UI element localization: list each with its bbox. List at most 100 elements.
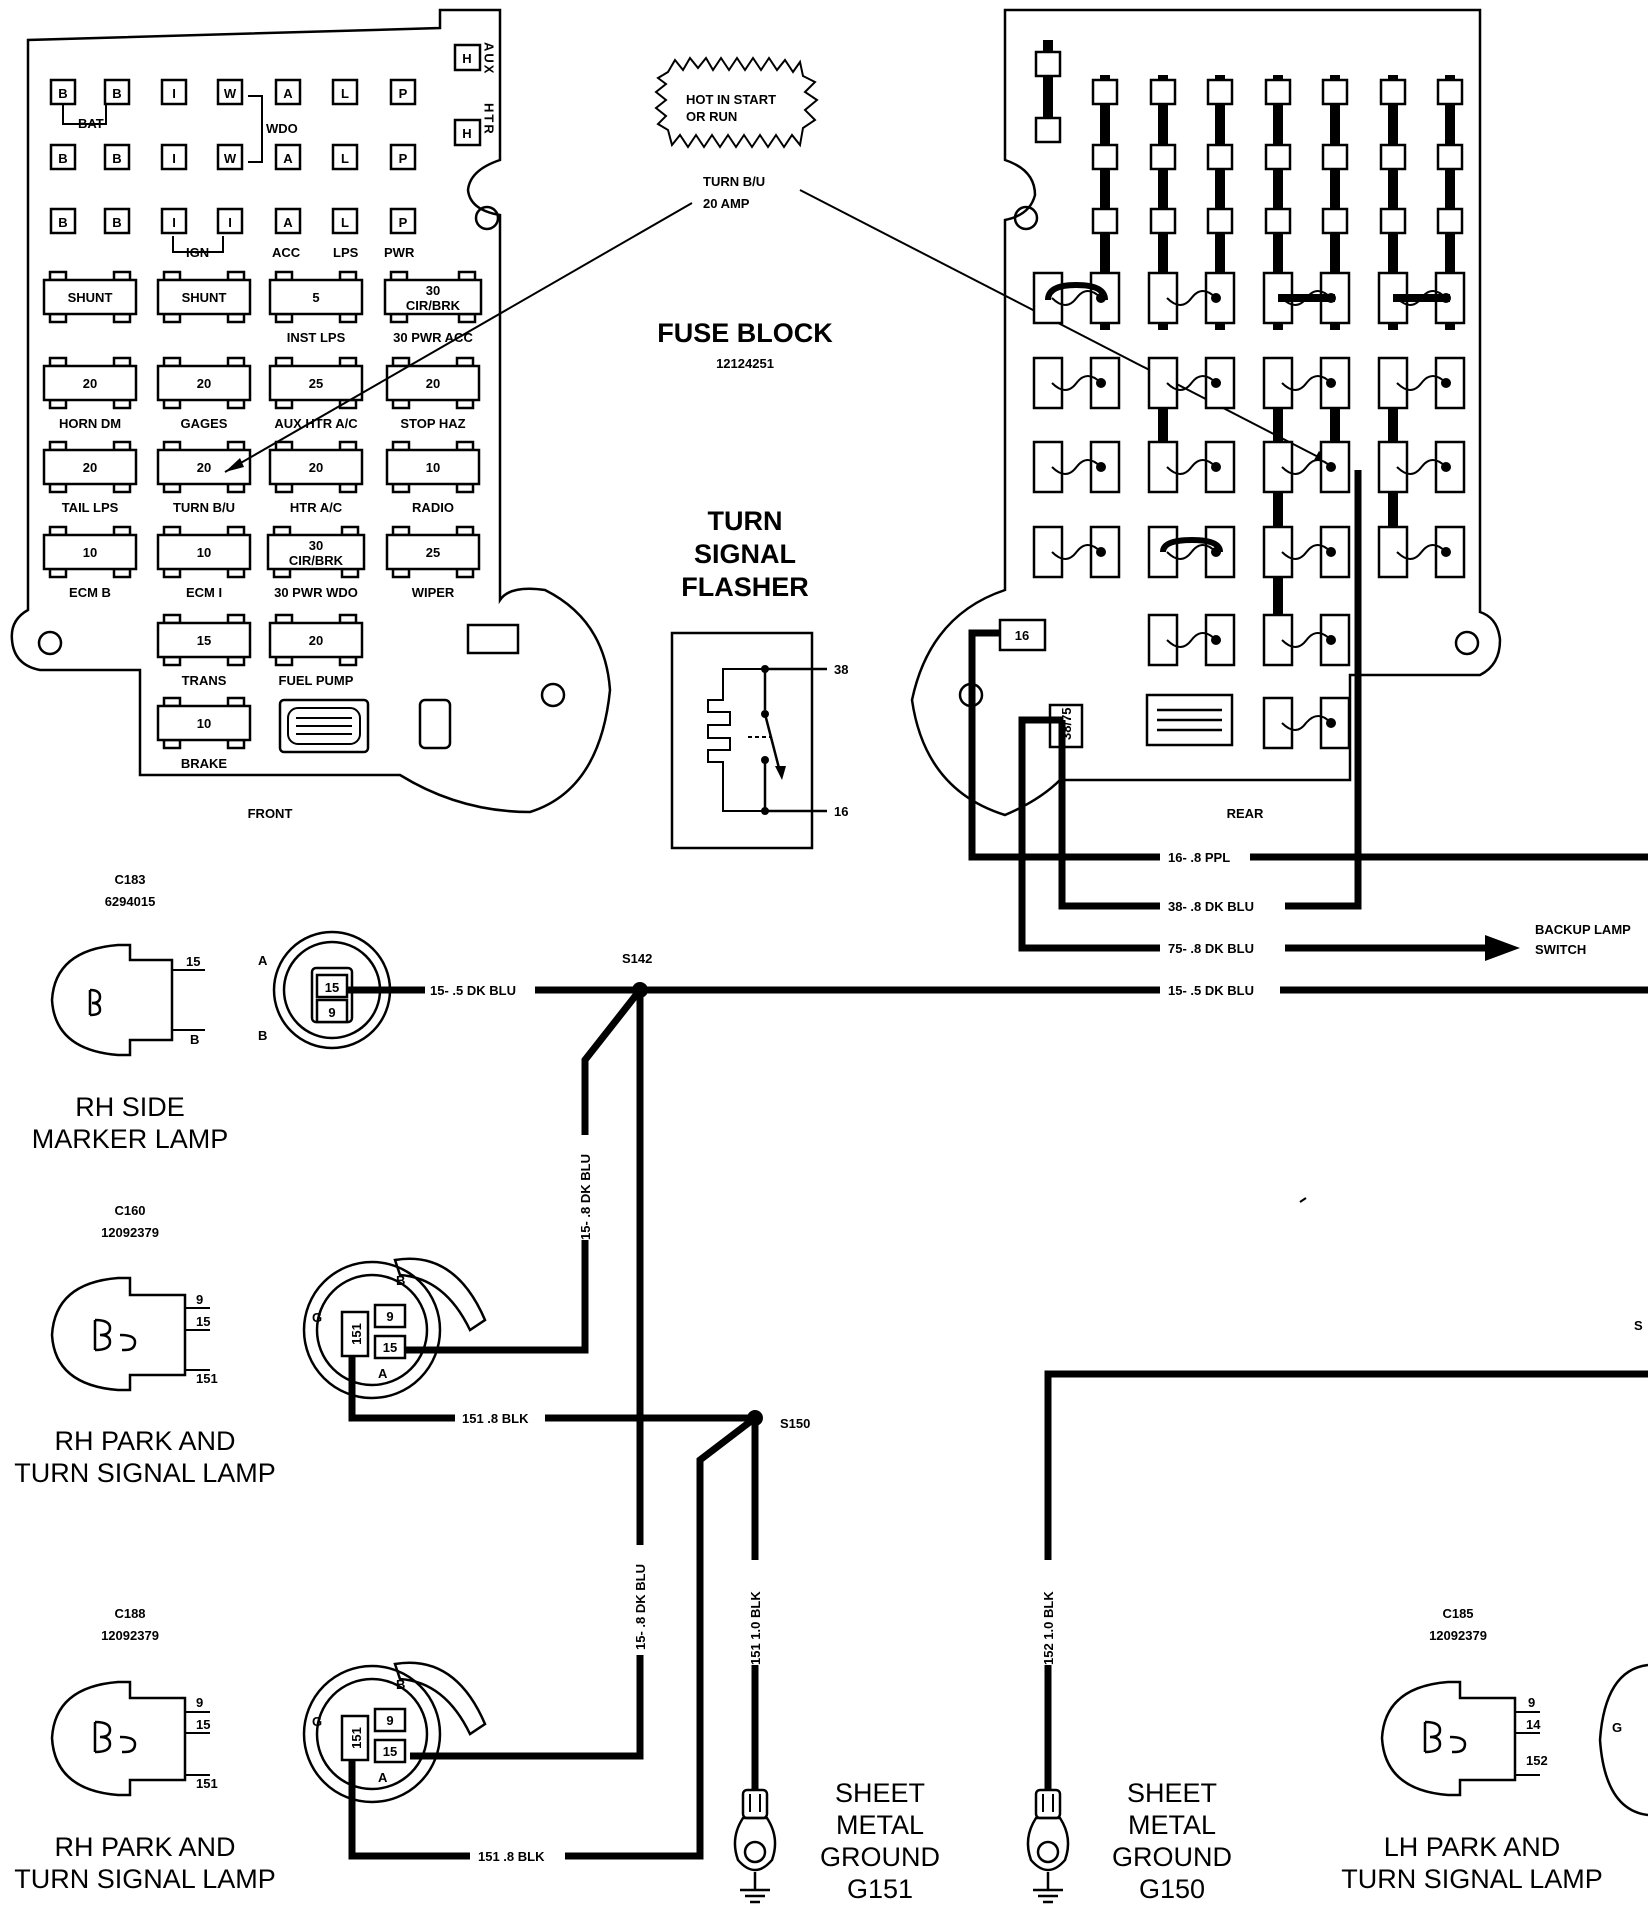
- turn-signal-flasher: TURN SIGNAL FLASHER 38 16: [670, 506, 848, 850]
- htr-label: HTR: [482, 103, 497, 136]
- arrow-head: [1485, 935, 1520, 961]
- c183-pin-bottom: B: [190, 1032, 199, 1047]
- rh-side-label-2: MARKER LAMP: [32, 1124, 229, 1154]
- rear-terminal: [1091, 143, 1119, 171]
- small-block-terminal: W: [216, 78, 244, 106]
- wdo-label: WDO: [266, 121, 298, 136]
- fuse-value: 10: [197, 545, 211, 560]
- rear-terminal: [1206, 207, 1234, 235]
- small-block-terminal: P: [389, 207, 417, 235]
- small-block-letter: P: [399, 151, 408, 166]
- wire-151-blk: [348, 1335, 455, 1422]
- wire-15-dk-blu-v2: [410, 1655, 644, 1760]
- rear-label: REAR: [1227, 806, 1264, 821]
- small-block-terminal: B: [103, 207, 131, 235]
- fus-plr-block: [278, 698, 370, 754]
- rear-cavity: [1377, 440, 1409, 494]
- c185-pin-9: 9: [1528, 1695, 1535, 1710]
- relay-slot: [418, 698, 452, 750]
- small-block-letter: W: [224, 151, 237, 166]
- small-block-terminal: L: [331, 207, 359, 235]
- bat-bracket: [62, 105, 107, 125]
- socket-pin-b: B: [396, 1273, 405, 1288]
- fuse-value: CIR/BRK: [289, 553, 344, 568]
- rear-terminal: [1379, 143, 1407, 171]
- fuse-value: 25: [426, 545, 440, 560]
- socket-pin-g: G: [312, 1714, 322, 1729]
- wire-152-blk: [1044, 1370, 1648, 1560]
- socket-pin-9: 9: [386, 1713, 393, 1728]
- fuse-label: WIPER: [412, 585, 455, 600]
- lps-label: LPS: [333, 245, 359, 260]
- rear-cavity: [1147, 440, 1179, 494]
- fuse-value: 10: [426, 460, 440, 475]
- wire-75-label: 75- .8 DK BLU: [1168, 941, 1254, 956]
- wire-15-v1-label: 15- .8 DK BLU: [578, 1154, 593, 1240]
- g151-label-1: SHEET: [835, 1778, 925, 1808]
- flasher-pin-16: 16: [834, 804, 848, 819]
- callout-leader-front: [224, 202, 693, 473]
- lamp-socket: [50, 943, 174, 1057]
- small-block-letter: B: [112, 215, 121, 230]
- c183-label-a: A: [258, 953, 268, 968]
- acc-label: ACC: [272, 245, 301, 260]
- lower-wiring: 15 9 A B 15- .5 DK BLU S142 15- .8 DK BL…: [258, 930, 1648, 1864]
- rear-terminal: [1206, 143, 1234, 171]
- c185-pin-152: 152: [1526, 1753, 1548, 1768]
- fuse-value: 25: [309, 376, 323, 391]
- rear-cavity: [1032, 525, 1064, 579]
- c160-pin-15: 15: [196, 1314, 210, 1329]
- g150-label-4: G150: [1139, 1874, 1205, 1904]
- fuse-value: 20: [309, 633, 323, 648]
- rh-park2-label-1: RH PARK AND: [54, 1832, 235, 1862]
- fuse-label: HTR A/C: [290, 500, 343, 515]
- socket-pin-b: B: [396, 1677, 405, 1692]
- aux-label: AUX: [482, 42, 497, 75]
- rh-park-socket-upper: 151 9 15 G B A: [302, 1257, 487, 1400]
- small-block-letter: B: [58, 215, 67, 230]
- wire-151-h2-label: 151 .8 BLK: [478, 1849, 545, 1864]
- c183-label-b: B: [258, 1028, 267, 1043]
- small-block-letter: I: [172, 151, 176, 166]
- wire-151-blk: [565, 1415, 758, 1860]
- socket-pin-151: 151: [349, 1323, 364, 1345]
- small-block-terminal: B: [49, 207, 77, 235]
- rear-cavity: [1377, 356, 1409, 410]
- small-block-letter: W: [224, 86, 237, 101]
- splice-right-label: S: [1634, 1318, 1643, 1333]
- flasher-body: [670, 631, 814, 850]
- wire-15-dk-blu-v1: [581, 987, 643, 1135]
- rh-park1-label-2: TURN SIGNAL LAMP: [14, 1458, 276, 1488]
- small-block-terminal: L: [331, 78, 359, 106]
- small-block-letter: A: [283, 151, 293, 166]
- rear-terminal: [1321, 78, 1349, 106]
- wire-15-v2-label: 15- .8 DK BLU: [633, 1564, 648, 1650]
- fuse-value: CIR/BRK: [406, 298, 461, 313]
- rear-cavity: [1147, 271, 1179, 325]
- c183-part: 6294015: [105, 894, 156, 909]
- lh-socket-pin-g: G: [1612, 1720, 1622, 1735]
- fuse-label: 30 PWR ACC: [393, 330, 473, 345]
- rear-terminal: [1091, 207, 1119, 235]
- c188-id: C188: [114, 1606, 145, 1621]
- small-block-letter: A: [283, 86, 293, 101]
- small-block-terminal: B: [49, 143, 77, 171]
- c185-pin-14: 14: [1526, 1717, 1541, 1732]
- rh-park-socket-lower: 151 9 15 G B A: [302, 1661, 487, 1804]
- fuse-label: RADIO: [412, 500, 454, 515]
- rear-terminal: [1264, 207, 1292, 235]
- stray-mark: [1299, 1197, 1307, 1203]
- rear-connector-38-75: [1048, 703, 1084, 749]
- rear-terminal: [1206, 78, 1234, 106]
- small-block-letter: L: [341, 151, 349, 166]
- wire-151-blk: [348, 1740, 470, 1860]
- wire-151-v-label: 151 1.0 BLK: [748, 1591, 763, 1665]
- fuse-value: 20: [197, 376, 211, 391]
- fuse-label: HORN DM: [59, 416, 121, 431]
